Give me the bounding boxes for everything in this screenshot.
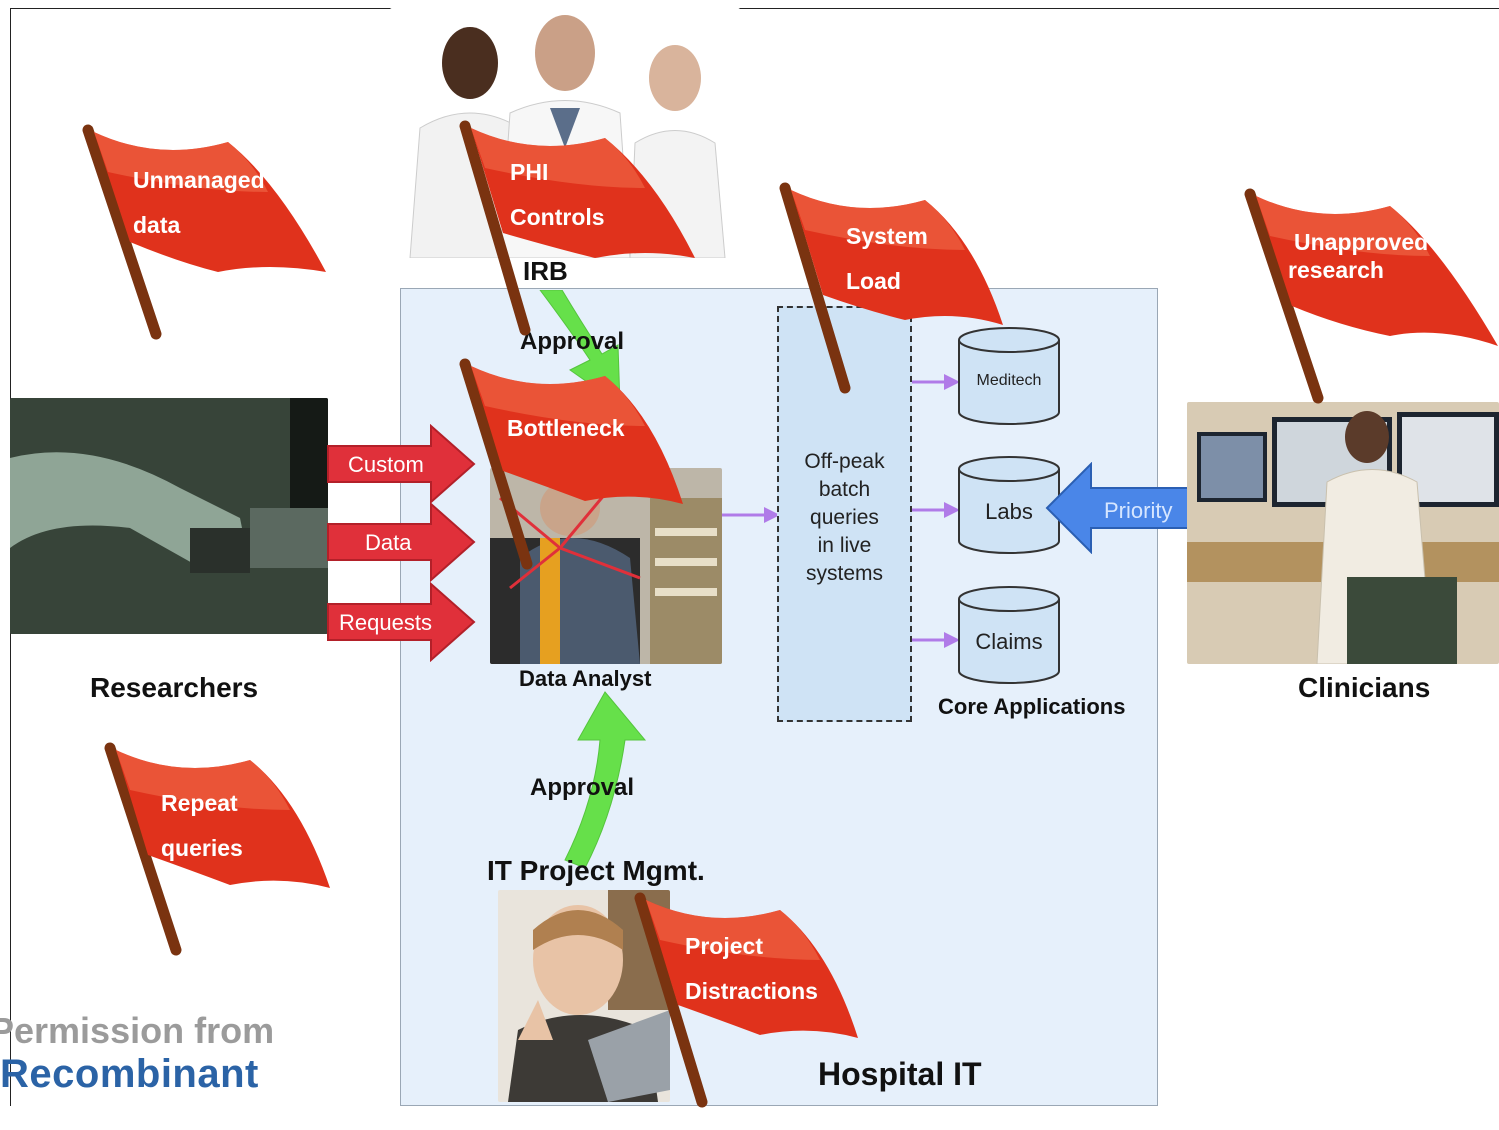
db-labs: Labs (957, 455, 1061, 555)
flag-unapproved-research (1244, 188, 1498, 404)
offpeak-to-labs-connector (912, 502, 960, 518)
offpeak-line-4: in live (817, 534, 872, 557)
flag-repeat-line1: Repeat (161, 790, 238, 816)
it-person-photo (498, 890, 670, 1102)
it-project-mgmt-label: IT Project Mgmt. (487, 855, 705, 886)
flag-bottleneck-line1: Bottleneck (507, 415, 625, 441)
db-meditech: Meditech (957, 326, 1061, 426)
flag-phi-line1: PHI (510, 159, 549, 185)
offpeak-line-3: queries (810, 506, 879, 529)
flag-unmanaged-line2: data (133, 212, 181, 238)
custom-label: Custom (348, 452, 424, 477)
core-applications-label: Core Applications (938, 694, 1126, 719)
approval-label-top: Approval (520, 328, 625, 355)
priority-label: Priority (1104, 498, 1173, 523)
offpeak-line-5: systems (805, 562, 883, 585)
flag-repeat-queries (104, 742, 330, 956)
flag-repeat-line2: queries (161, 835, 243, 861)
flag-unmanaged-data (82, 124, 326, 340)
data-analyst-photo (490, 468, 722, 664)
flag-project-line1: Project (685, 933, 763, 959)
db-claims: Claims (957, 585, 1061, 685)
offpeak-to-claims-connector (912, 632, 960, 648)
flag-system-load (779, 182, 1003, 394)
flag-system-line2: Load (846, 268, 901, 294)
clinician-photo (1187, 402, 1499, 664)
flag-project-line2: Distractions (685, 978, 818, 1004)
flag-system-line1: System (846, 223, 928, 249)
flag-unapproved-line2: research (1288, 257, 1384, 283)
request-arrow-requests (327, 582, 476, 662)
flag-bottleneck (459, 358, 683, 570)
hospital-it-label: Hospital IT (818, 1056, 982, 1092)
flag-phi-controls (459, 120, 695, 336)
flag-project-distractions (634, 892, 858, 1108)
data-analyst-label: Data Analyst (519, 666, 652, 691)
labs-label: Labs (985, 499, 1033, 524)
offpeak-line-2: batch (818, 478, 871, 501)
meditech-label: Meditech (976, 372, 1042, 389)
credit-permission: Permission from (0, 1010, 275, 1051)
flag-unapproved-line1: Unapproved (1294, 229, 1429, 255)
data-label: Data (365, 530, 412, 555)
analyst-to-offpeak-connector (722, 507, 780, 523)
claims-label: Claims (975, 629, 1043, 654)
researcher-photo (10, 398, 328, 634)
flag-phi-line2: Controls (510, 204, 605, 230)
flag-unmanaged-line1: Unmanaged (133, 167, 265, 193)
requests-label: Requests (339, 610, 432, 635)
credit-recombinant-logo: Recombinant (0, 1052, 259, 1096)
offpeak-line-1: Off-peak (804, 450, 885, 473)
request-arrow-data (327, 502, 476, 582)
researchers-label: Researchers (90, 672, 259, 703)
clinicians-label: Clinicians (1298, 672, 1431, 703)
request-arrow-custom (327, 424, 476, 504)
approval-arrow-bottom (564, 691, 647, 869)
approval-label-bottom: Approval (530, 774, 635, 801)
irb-label: IRB (523, 256, 568, 286)
offpeak-to-meditech-connector (912, 374, 960, 390)
